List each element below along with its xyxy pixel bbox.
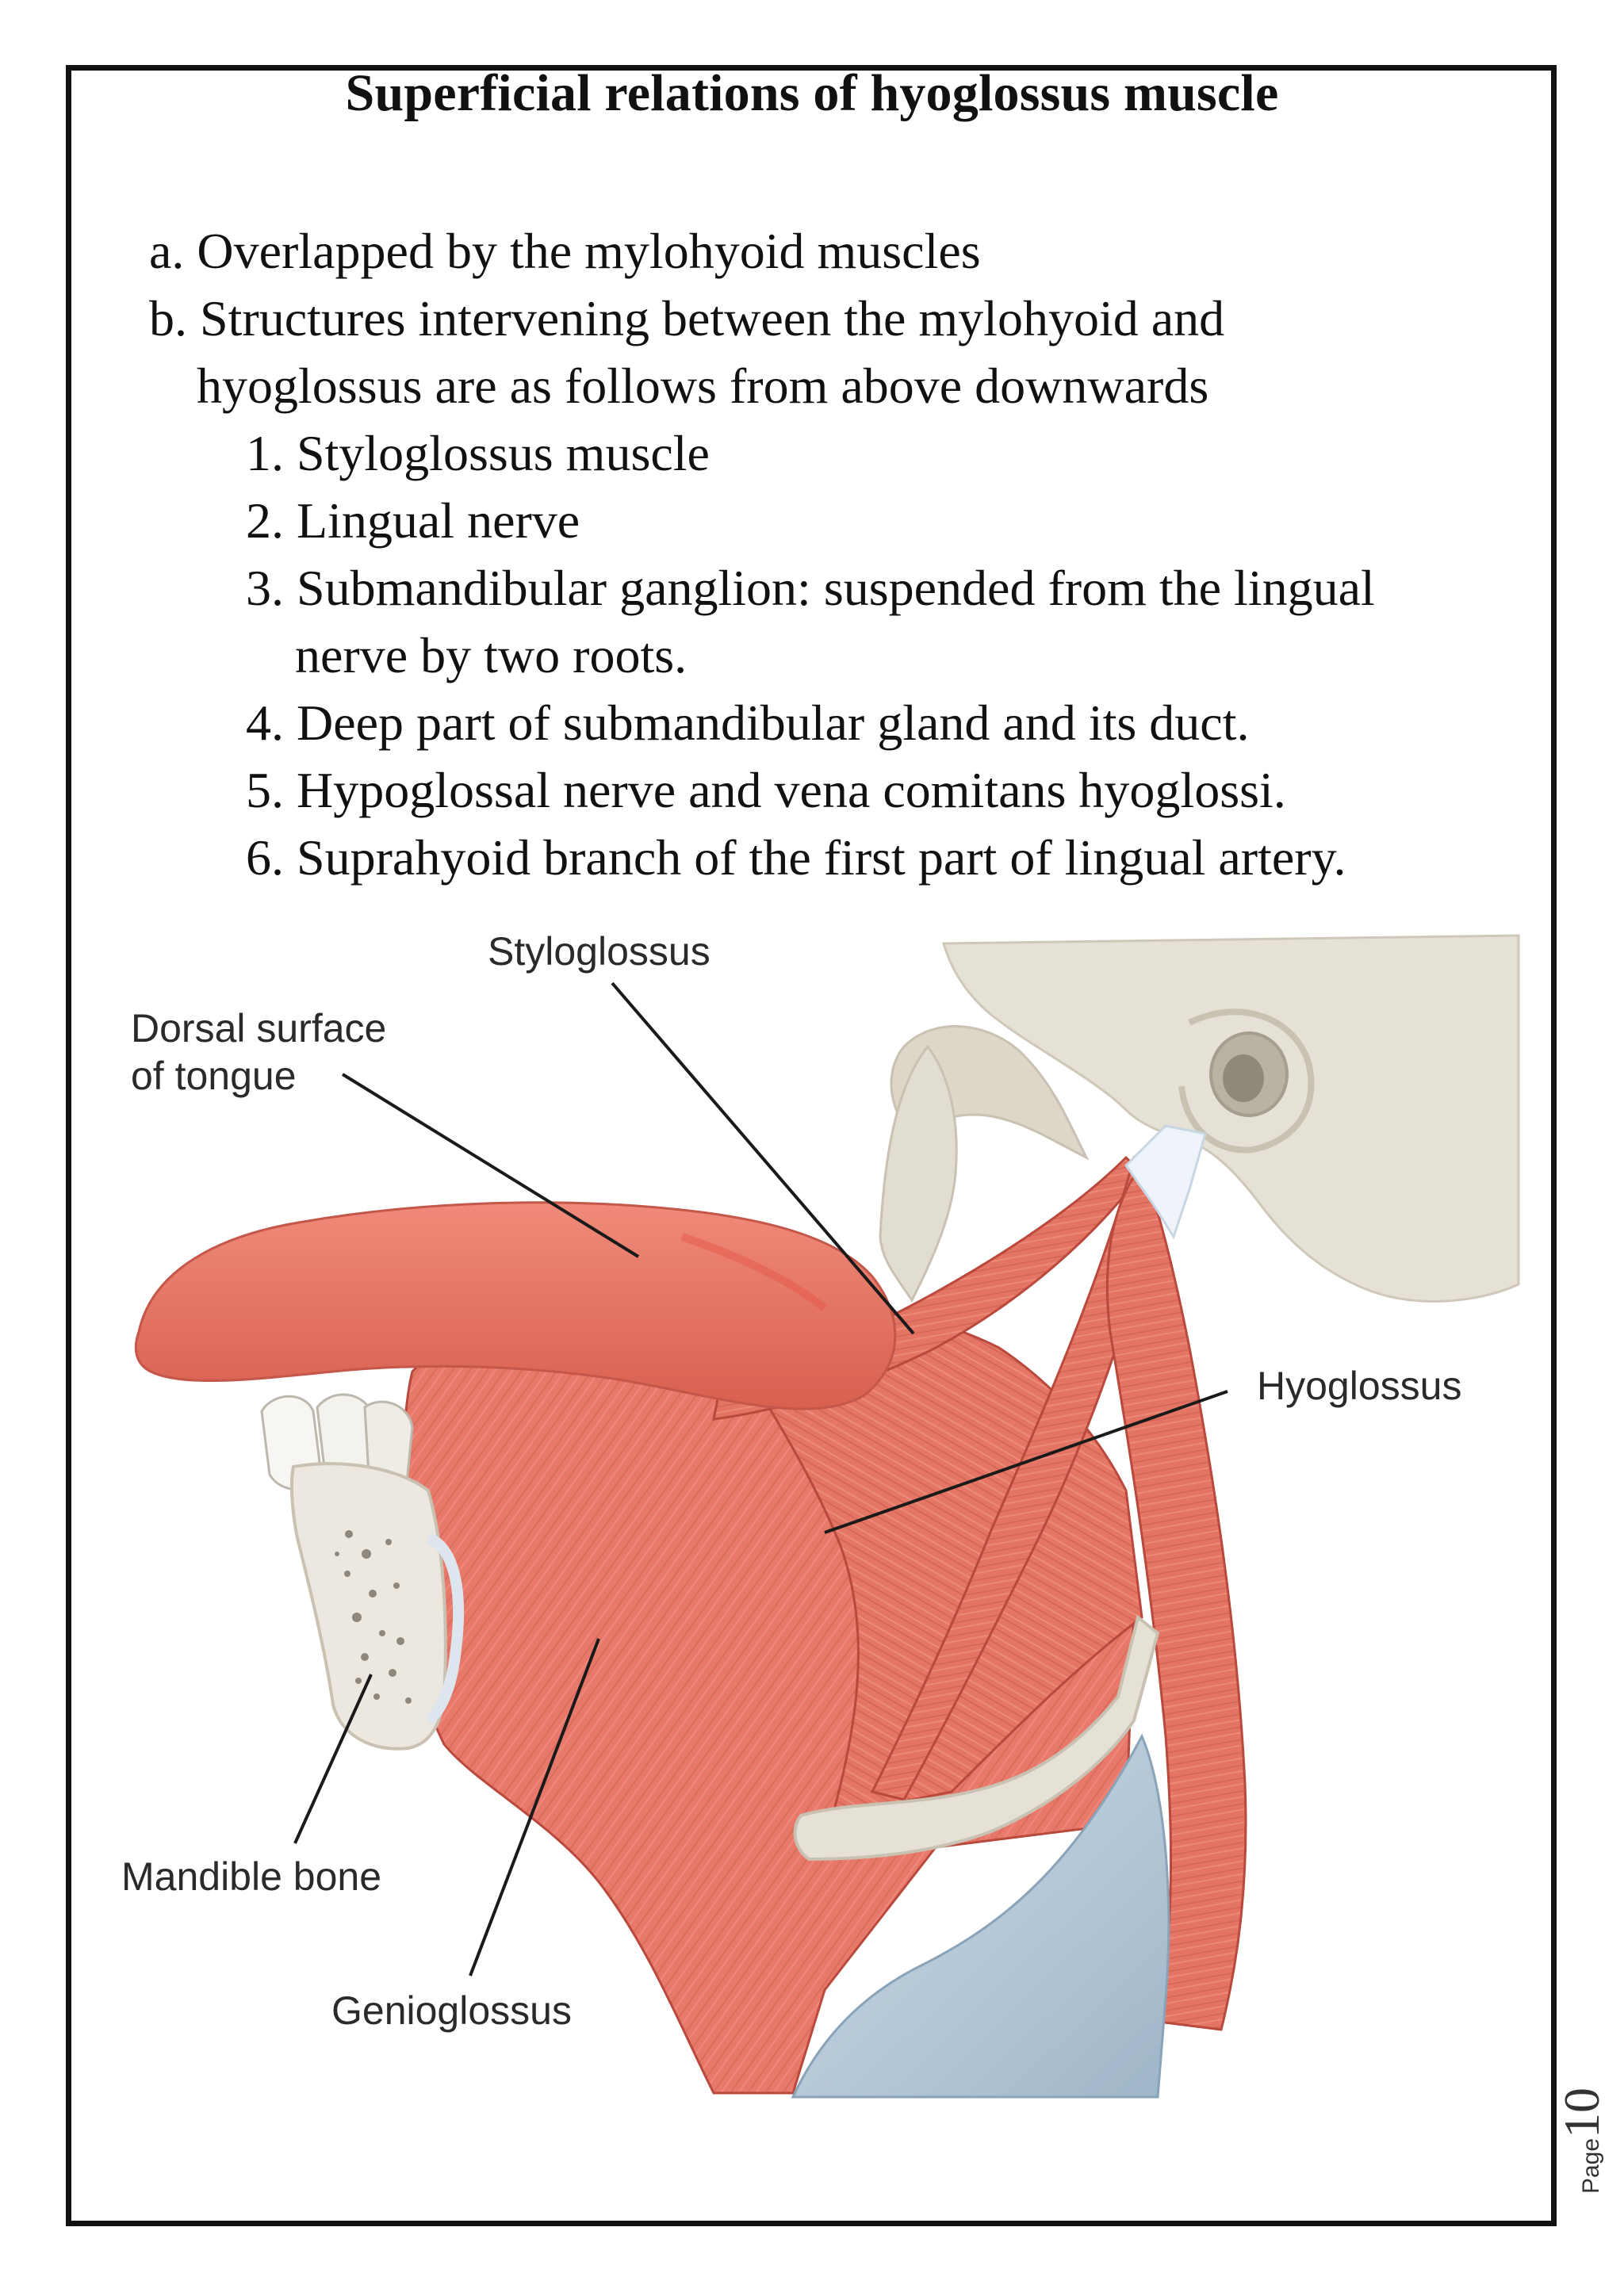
- sub-item-4: 4. Deep part of submandibular gland and …: [246, 694, 1249, 752]
- label-hyoglossus: Hyoglossus: [1257, 1364, 1462, 1408]
- label-dorsal-surface-line2: of tongue: [131, 1054, 297, 1098]
- sub-text: Lingual nerve: [297, 492, 580, 549]
- mandible-section: [289, 1462, 465, 1751]
- sub-marker: 4.: [246, 695, 284, 751]
- sub-text: Deep part of submandibular gland and its…: [297, 695, 1250, 751]
- sub-marker: 5.: [246, 762, 284, 818]
- sub-text: Suprahyoid branch of the first part of l…: [297, 829, 1346, 886]
- laryngeal-cartilage: [791, 1733, 1170, 2099]
- tongue-dorsum: [134, 1201, 897, 1410]
- label-styloglossus: Styloglossus: [488, 929, 710, 974]
- skull-base: [879, 934, 1520, 1303]
- page-word: Page: [1578, 2137, 1604, 2195]
- sub-marker: 2.: [246, 492, 284, 549]
- styloid-tendon: [1124, 1124, 1207, 1240]
- sub-item-5: 5. Hypoglossal nerve and vena comitans h…: [246, 761, 1286, 820]
- sub-text: Hypoglossal nerve and vena comitans hyog…: [297, 762, 1286, 818]
- leader-genioglossus: [469, 1638, 600, 1976]
- leader-mandible: [293, 1674, 373, 1844]
- page-number: Page10: [1553, 2077, 1610, 2204]
- sub-item-1: 1. Styloglossus muscle: [246, 424, 710, 483]
- sub-text: Submandibular ganglion: suspended from t…: [297, 560, 1375, 616]
- sub-item-3-continuation: nerve by two roots.: [295, 627, 688, 683]
- leader-dorsal-surface: [341, 1073, 640, 1258]
- leader-lines: [293, 982, 1228, 1976]
- list-item-a: a. Overlapped by the mylohyoid muscles: [149, 222, 981, 281]
- list-marker: b.: [149, 290, 187, 346]
- list-text: Structures intervening between the myloh…: [200, 290, 1225, 346]
- list-text: Overlapped by the mylohyoid muscles: [197, 223, 981, 279]
- list-item-b-continuation: hyoglossus are as follows from above dow…: [197, 358, 1209, 414]
- sub-marker: 6.: [246, 829, 284, 886]
- label-genioglossus: Genioglossus: [331, 1988, 572, 2033]
- leader-hyoglossus: [824, 1390, 1228, 1534]
- page-border: [66, 65, 1557, 2226]
- sub-text: Styloglossus muscle: [297, 425, 710, 481]
- sub-item-3: 3. Submandibular ganglion: suspended fro…: [246, 559, 1375, 618]
- sub-item-6: 6. Suprahyoid branch of the first part o…: [246, 828, 1346, 887]
- page-title: Superficial relations of hyoglossus musc…: [345, 64, 1279, 122]
- sub-item-2: 2. Lingual nerve: [246, 492, 580, 550]
- list-marker: a.: [149, 223, 185, 279]
- sub-marker: 3.: [246, 560, 284, 616]
- hyoid-bone: [793, 1614, 1160, 1862]
- page-number-value: 10: [1553, 2087, 1610, 2138]
- list-item-b: b. Structures intervening between the my…: [149, 289, 1224, 348]
- label-dorsal-surface-line1: Dorsal surface: [131, 1006, 387, 1050]
- label-mandible-bone: Mandible bone: [121, 1854, 382, 1899]
- leader-styloglossus: [611, 982, 915, 1335]
- sub-marker: 1.: [246, 425, 284, 481]
